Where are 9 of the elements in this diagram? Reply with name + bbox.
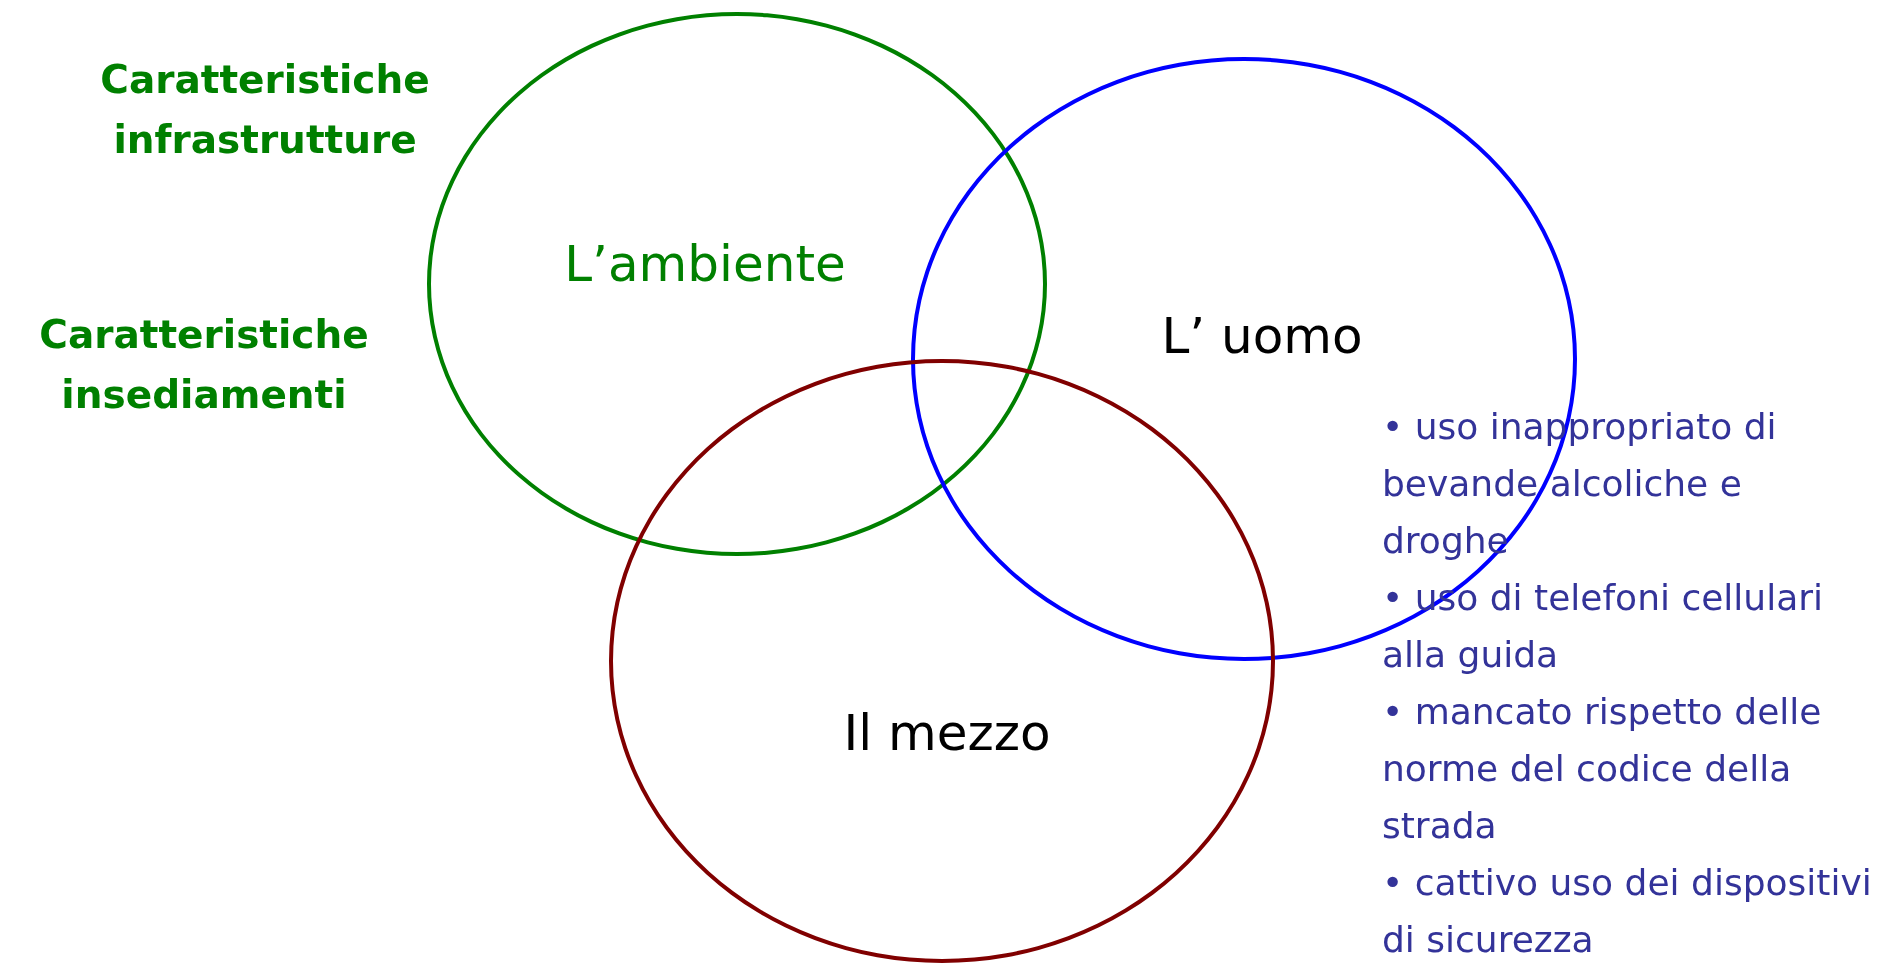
factor-label: Caratteristiche insediamenti	[38, 311, 370, 419]
circle-label: L’ uomo	[1161, 308, 1363, 364]
factor-label: Caratteristiche infrastrutture	[99, 56, 431, 164]
bullet-item: • mancato rispetto delle norme del codice della strada	[1382, 690, 1823, 848]
venn-circle	[609, 359, 1275, 963]
bullet-item: • cattivo uso dei dispositivi di sicurezza	[1382, 861, 1872, 962]
circle-label: L’ambiente	[564, 236, 846, 292]
venn-circle	[427, 12, 1047, 556]
circle-label: Il mezzo	[843, 705, 1051, 761]
